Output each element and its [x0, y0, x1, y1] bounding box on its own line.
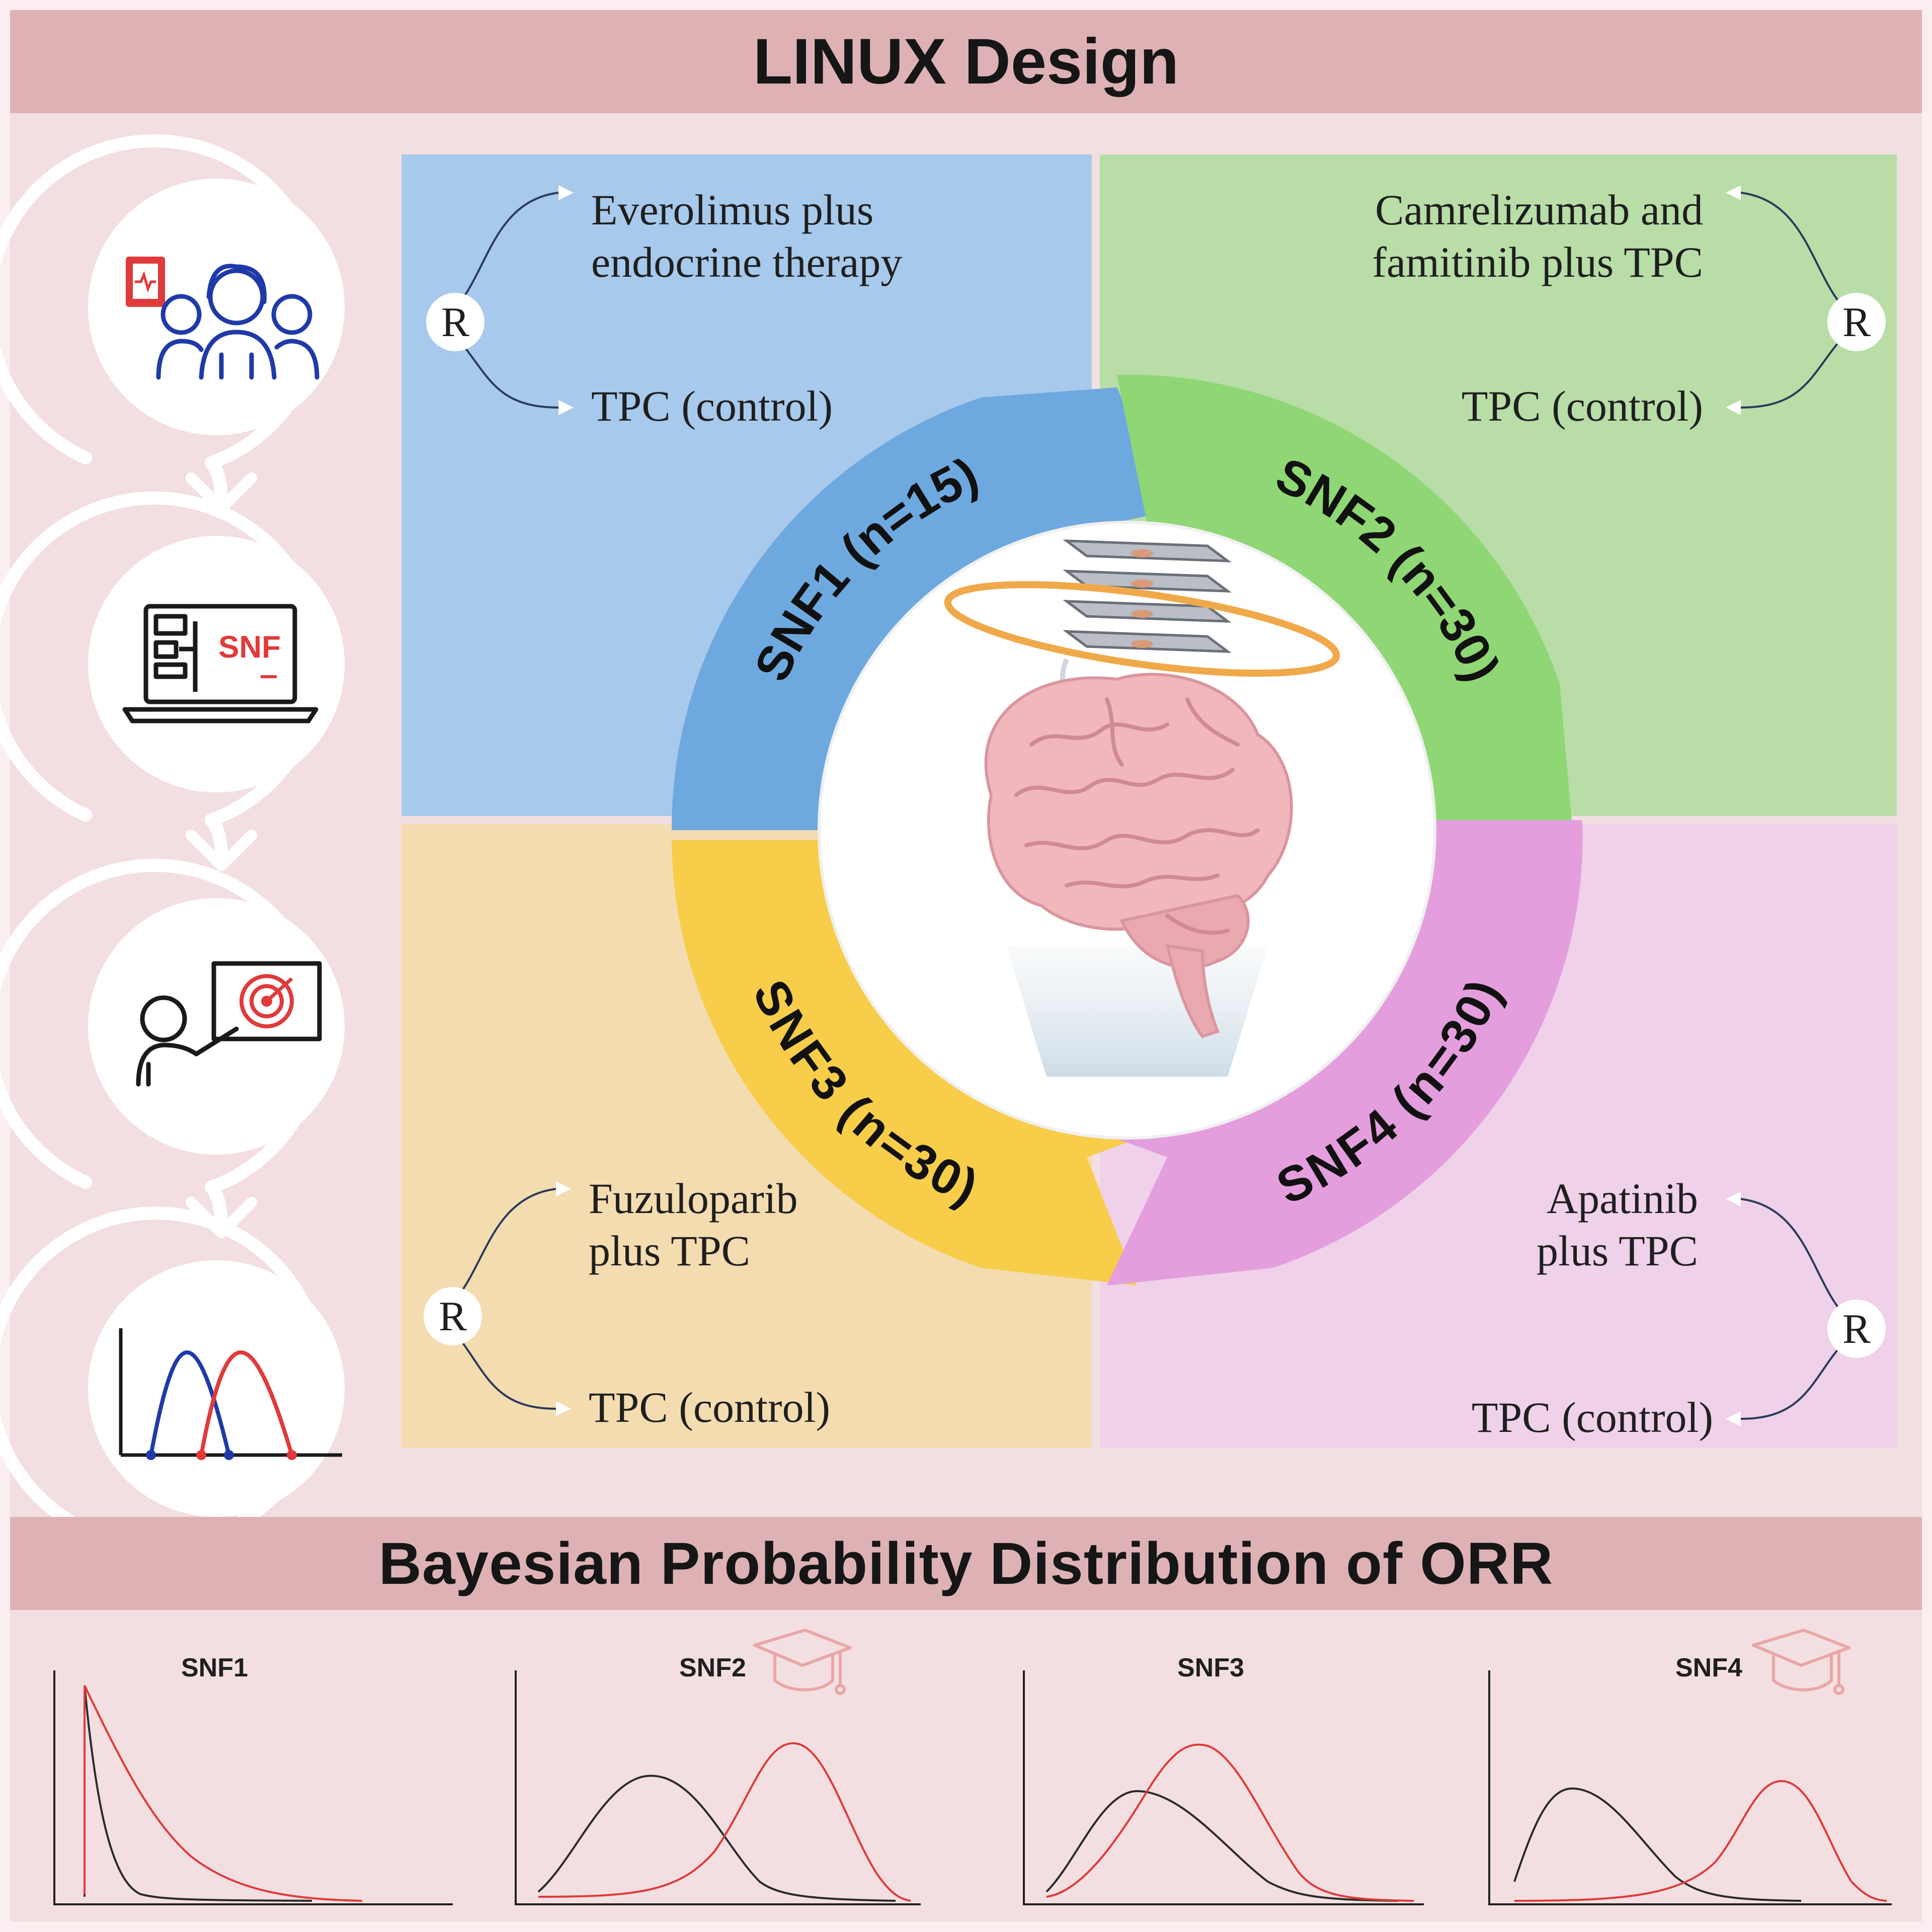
- snf2-arc: [1117, 374, 1575, 896]
- patients-record-icon: [126, 257, 319, 380]
- snf3-control-arm: TPC (control): [589, 1383, 831, 1431]
- distribution-title-snf1: SNF1: [181, 1653, 248, 1682]
- distribution-title-snf2: SNF2: [679, 1653, 746, 1682]
- randomization-circle-snf2: R: [1827, 293, 1886, 351]
- snf2-control-arm: TPC (control): [1461, 382, 1703, 430]
- orbit-ring: [944, 581, 1340, 677]
- slides-icon: [1063, 539, 1232, 653]
- distribution-curves-icon: [119, 1328, 342, 1460]
- section-title: Bayesian Probability Distribution of ORR: [378, 1530, 1554, 1597]
- distribution-plot-snf3: [1045, 1743, 1414, 1902]
- presentation-target-icon: [136, 961, 322, 1087]
- randomization-circle-snf4: R: [1827, 1300, 1886, 1358]
- distribution-plot-snf2: [537, 1742, 911, 1902]
- randomization-braces: [452, 185, 1845, 1426]
- graduation-cap-icon: [753, 1629, 852, 1695]
- brain-shape: [984, 673, 1293, 1038]
- snf1-control-arm: TPC (control): [591, 382, 833, 430]
- snf1-experimental-arm: Everolimus plus endocrine therapy: [591, 186, 903, 286]
- laptop-snf-icon: SNF: [120, 601, 321, 727]
- brain-icon: [944, 539, 1340, 1077]
- randomization-circle-snf1: R: [426, 293, 485, 351]
- workflow-column: [0, 134, 345, 1536]
- distribution-title-snf4: SNF4: [1675, 1653, 1742, 1682]
- snf1-arc: [671, 387, 1172, 830]
- footer-band: Bayesian Probability Distribution of ORR: [10, 1517, 1922, 1610]
- header-band: LINUX Design: [10, 10, 1922, 113]
- figure-frame: LINUX Design: [0, 10, 1922, 1922]
- snf4-experimental-arm: Apatinib plus TPC: [1536, 1174, 1698, 1275]
- graduation-cap-icon: [1752, 1629, 1850, 1695]
- snf3-arc: [672, 840, 1142, 1285]
- distribution-plot-snf4: [1513, 1780, 1887, 1902]
- snf4-arc: [1107, 820, 1583, 1285]
- snf2-experimental-arm: Camrelizumab and famitinib plus TPC: [1372, 186, 1703, 286]
- page-title: LINUX Design: [753, 26, 1179, 98]
- snf3-experimental-arm: Fuzuloparib plus TPC: [589, 1174, 798, 1275]
- laptop-label: SNF: [218, 630, 281, 665]
- distribution-plot-snf1: [84, 1685, 363, 1902]
- distribution-plots: [53, 1629, 1892, 1905]
- distribution-title-snf3: SNF3: [1177, 1653, 1244, 1682]
- snf4-control-arm: TPC (control): [1471, 1393, 1713, 1441]
- randomization-circle-snf3: R: [424, 1287, 482, 1345]
